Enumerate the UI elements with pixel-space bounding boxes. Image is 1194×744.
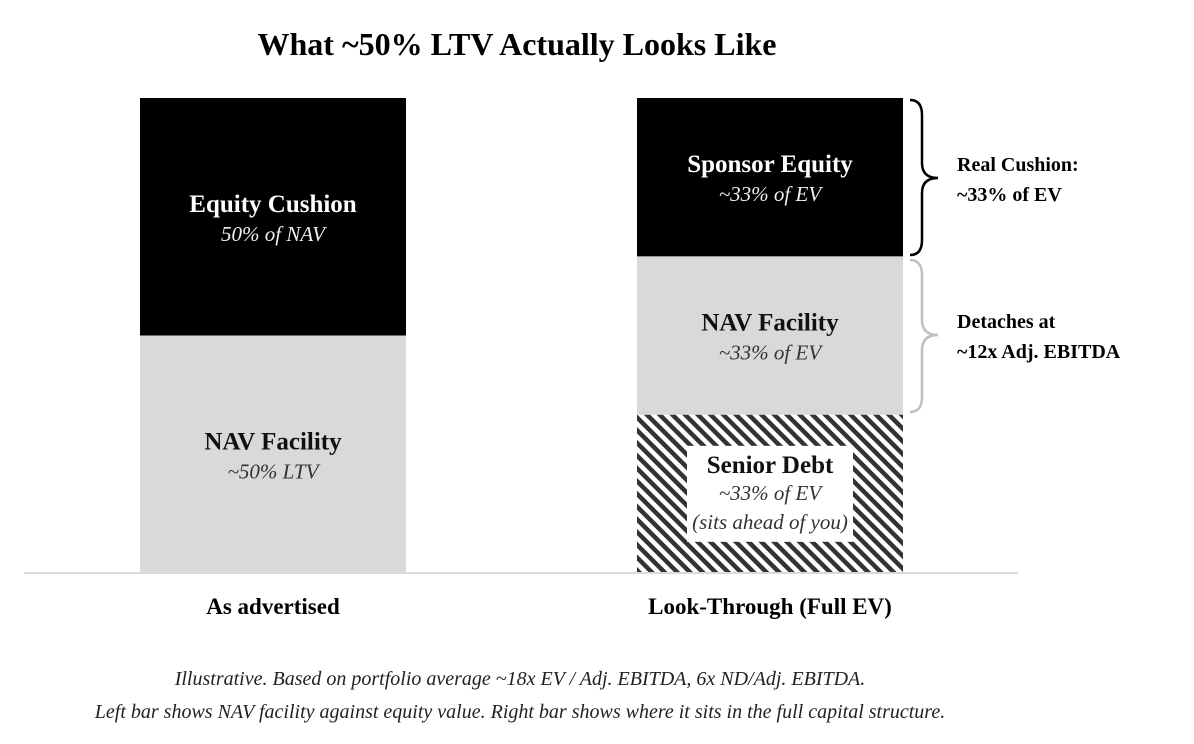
annotation-real-cushion-line1: Real Cushion: — [957, 154, 1079, 176]
bar-segment-look-through-full-ev-sponsor-equity — [637, 98, 903, 257]
bar-segment-look-through-full-ev-nav-facility — [637, 256, 903, 415]
segment-label-as-advertised-nav-facility: NAV Facility — [204, 428, 342, 455]
segment-sublabel-look-through-full-ev-nav-facility: ~33% of EV — [719, 341, 824, 365]
category-label-as-advertised: As advertised — [206, 594, 340, 619]
segment-sublabel-as-advertised-nav-facility: ~50% LTV — [228, 459, 321, 483]
footnote-line-1: Illustrative. Based on portfolio average… — [174, 668, 866, 690]
label-box-senior-debt — [687, 445, 853, 542]
segment-label-look-through-full-ev-nav-facility: NAV Facility — [701, 310, 839, 337]
bars: NAV Facility ~50% LTV Equity Cushion 50% of… — [140, 98, 903, 573]
annotation-detaches-line2: ~12x Adj. EBITDA — [957, 341, 1121, 363]
segment-label-look-through-full-ev-senior-debt: Senior Debt — [707, 452, 834, 479]
annotation-real-cushion-line2: ~33% of EV — [957, 184, 1062, 206]
segment-note-look-through-full-ev-senior-debt: (sits ahead of you) — [692, 510, 848, 534]
footnote-line-2: Left bar shows NAV facility against equi… — [94, 701, 945, 723]
annotation-detaches-line1: Detaches at — [957, 311, 1056, 333]
brace-detaches — [909, 258, 939, 414]
bar-segment-as-advertised-nav-facility — [140, 335, 406, 573]
segment-label-as-advertised-equity-cushion: Equity Cushion — [189, 191, 357, 218]
segment-label-look-through-full-ev-sponsor-equity: Sponsor Equity — [687, 151, 853, 178]
category-label-look-through: Look-Through (Full EV) — [648, 594, 892, 619]
chart-title: What ~50% LTV Actually Looks Like — [258, 26, 777, 62]
segment-sublabel-as-advertised-equity-cushion: 50% of NAV — [221, 222, 327, 246]
bar-segment-as-advertised-equity-cushion — [140, 98, 406, 336]
brace-real-cushion — [909, 98, 939, 257]
segment-sublabel-look-through-full-ev-sponsor-equity: ~33% of EV — [719, 182, 824, 206]
segment-sublabel-look-through-full-ev-senior-debt: ~33% of EV — [719, 481, 824, 505]
